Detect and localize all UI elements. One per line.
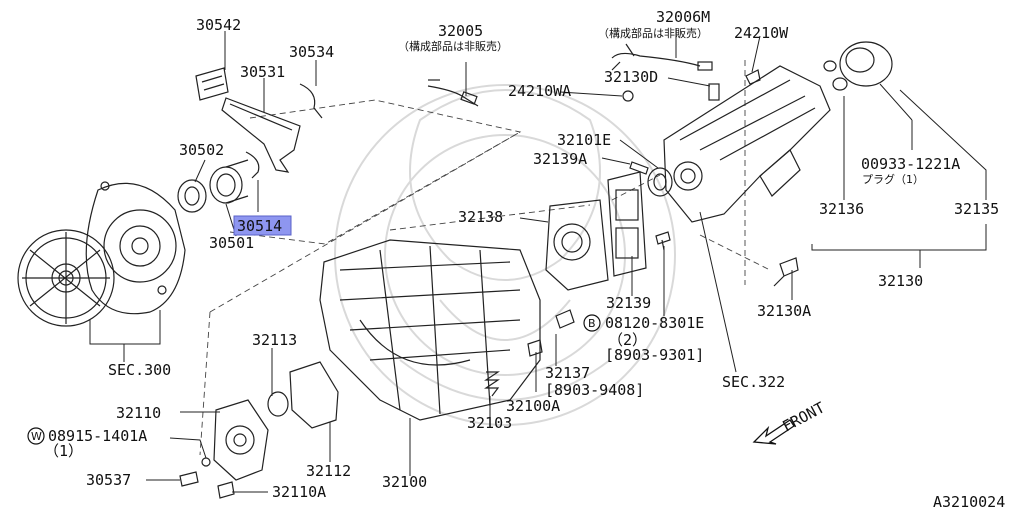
clip-24210wa [622,90,634,102]
assembly-lines [199,60,771,456]
extension-housing [663,65,831,223]
oil-seal [823,60,837,72]
bolt-08120 [655,231,671,251]
oil-seal-32101e [647,167,673,197]
label-32113[interactable]: 32113 [252,331,297,349]
part-labels: 30542 30534 30531 30502 30514 30501 3200… [27,8,999,501]
clutch-cover [85,181,186,315]
clutch-disc [17,229,115,327]
label-32130a[interactable]: 32130A [757,302,811,320]
label-30501[interactable]: 30501 [209,234,254,252]
label-24210wa[interactable]: 24210WA [508,82,571,100]
qty-08120: （2） [608,331,647,349]
oil-seal-32113 [267,391,289,417]
label-32112[interactable]: 32112 [306,462,351,480]
note-32005: （構成部品は非販売） [398,39,508,53]
front-cover [213,399,269,481]
label-32139[interactable]: 32139 [606,294,651,312]
highlight-box [233,215,292,236]
label-32100a[interactable]: 32100A [506,397,560,415]
bolt-32139a [629,161,649,175]
bolt-marker-b [583,314,601,332]
label-32006m[interactable]: 32006M [656,8,710,26]
gasket-32139 [607,171,647,277]
range-32137: [8903-9408] [545,381,644,399]
leader-lines [89,28,987,493]
dust-boot [195,67,229,101]
note-00933: プラグ（1） [862,172,924,186]
plug-32100a [527,339,543,357]
front-label: FRONT [779,398,827,435]
clip-24210w [745,69,761,85]
bolt-30537 [179,471,199,487]
label-32005[interactable]: 32005 [438,22,483,40]
washer-marker-w [27,427,45,445]
label-30502[interactable]: 30502 [179,141,224,159]
withdrawal-lever [221,97,301,173]
label-32137[interactable]: 32137 [545,364,590,382]
label-00933-1221a[interactable]: 00933-1221A [861,155,960,173]
label-32101e[interactable]: 32101E [557,131,611,149]
washer-marker-w-letter: W [31,430,42,443]
label-32138[interactable]: 32138 [458,208,503,226]
label-32136[interactable]: 32136 [819,200,864,218]
rear-bushing [839,41,893,87]
gasket-32112 [289,361,339,429]
label-32110a[interactable]: 32110A [272,483,326,501]
label-24210w[interactable]: 24210W [734,24,789,42]
washer-08915 [201,457,211,467]
bolt-32110a [217,481,235,499]
retainer-clip [245,151,260,179]
label-08120-8301e[interactable]: 08120-8301E [605,314,704,332]
label-30514[interactable]: 30514 [237,217,282,235]
spring-32103 [484,371,500,397]
label-30531[interactable]: 30531 [240,63,285,81]
qty-08915: （1） [44,442,83,460]
label-32100[interactable]: 32100 [382,473,427,491]
label-sec300[interactable]: SEC.300 [108,361,171,379]
front-arrow: FRONT [752,398,828,445]
diagram-code: A3210024 [933,493,1005,510]
label-sec322[interactable]: SEC.322 [722,373,785,391]
label-32103[interactable]: 32103 [467,414,512,432]
label-08915-1401a[interactable]: 08915-1401A [48,427,147,445]
breather-32137 [555,309,575,329]
adapter-plate [545,199,609,291]
note-32006m: （構成部品は非販売） [598,26,708,40]
label-32135[interactable]: 32135 [954,200,999,218]
harness-32006m [611,43,713,71]
transmission-case [319,239,541,421]
label-30534[interactable]: 30534 [289,43,334,61]
label-32110[interactable]: 32110 [116,404,161,422]
label-30537[interactable]: 30537 [86,471,131,489]
label-32139a[interactable]: 32139A [533,150,587,168]
switch-32130d [708,83,720,101]
release-bearing [177,159,249,213]
label-32130d[interactable]: 32130D [604,68,658,86]
bolt-marker-b-letter: B [588,317,596,330]
label-30542[interactable]: 30542 [196,16,241,34]
label-32130[interactable]: 32130 [878,272,923,290]
lever-spring [299,83,323,119]
front-arrow-icon [752,419,795,445]
range-08120: [8903-9301] [605,346,704,364]
watermark [334,84,676,426]
harness-32005 [427,79,479,107]
bolt-32130a [773,257,799,287]
plug-32136 [832,77,848,91]
